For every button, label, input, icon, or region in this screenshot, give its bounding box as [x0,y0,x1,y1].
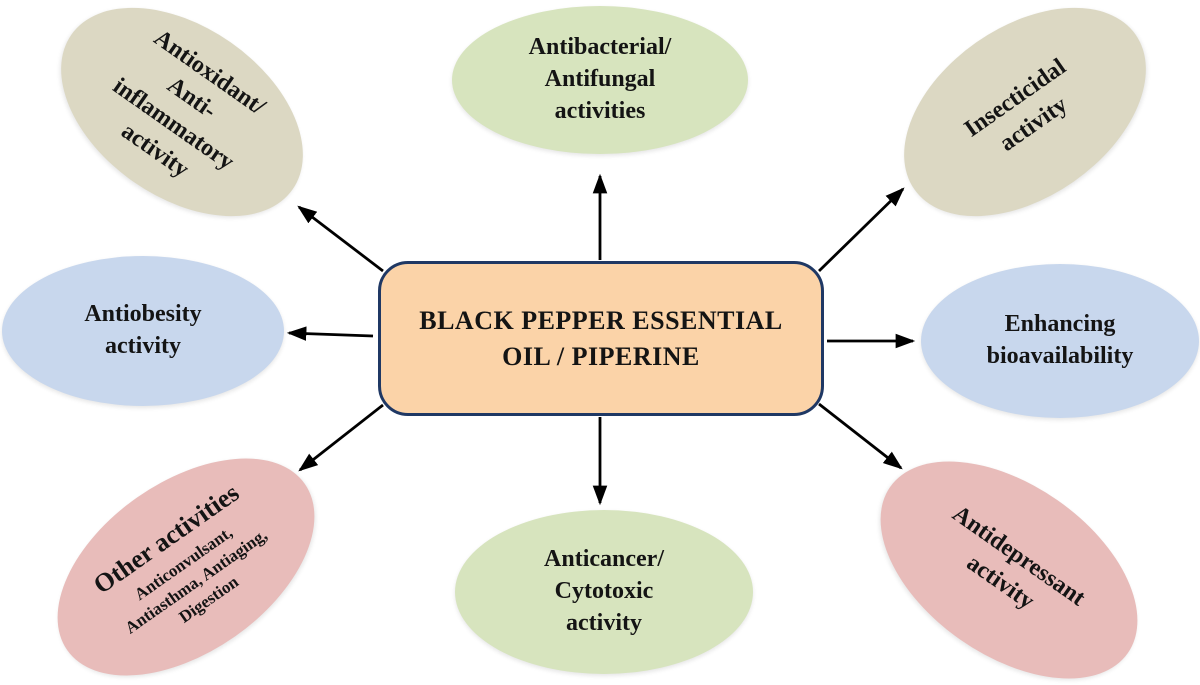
node-antiobesity-label: Antiobesity activity [84,299,201,362]
node-antibacterial-label: Antibacterial/ Antifungal activities [529,32,672,127]
node-insecticidal-label: Insecticidal activity [959,52,1091,171]
node-antibacterial-line1: Antibacterial/ [528,34,672,61]
node-bioavailability: Enhancing bioavailability [921,264,1199,418]
node-antibacterial-line2: Antifungal [544,66,656,93]
node-anticancer-line3: activity [566,609,642,636]
center-box: BLACK PEPPER ESSENTIAL OIL / PIPERINE [378,261,824,416]
node-antiobesity: Antiobesity activity [2,256,284,406]
node-anticancer-line1: Anticancer/ [544,546,664,573]
node-anticancer-line2: Cytotoxic [554,578,654,605]
center-box-line2: OIL / PIPERINE [502,341,700,371]
node-antiobesity-line2: activity [105,333,181,359]
node-bioavailability-label: Enhancing bioavailability [987,309,1134,372]
node-bioavailability-line1: Enhancing [1004,311,1116,338]
node-anticancer-label: Anticancer/ Cytotoxic activity [544,544,664,639]
node-antibacterial-line3: activities [554,97,646,124]
arrow-down-left-icon [298,403,384,472]
node-antidepressant-label: Antidepressant activity [927,499,1091,640]
arrow-up-right-icon [818,187,905,273]
node-antiobesity-line1: Antiobesity [84,301,202,328]
node-antibacterial: Antibacterial/ Antifungal activities [452,6,748,154]
node-anticancer: Anticancer/ Cytotoxic activity [455,510,753,674]
arrow-left-icon [286,326,374,341]
arrow-up-left-icon [297,205,384,273]
center-box-line1: BLACK PEPPER ESSENTIAL [419,306,783,336]
arrow-down-right-icon [818,402,903,470]
node-bioavailability-line2: bioavailability [986,343,1134,369]
